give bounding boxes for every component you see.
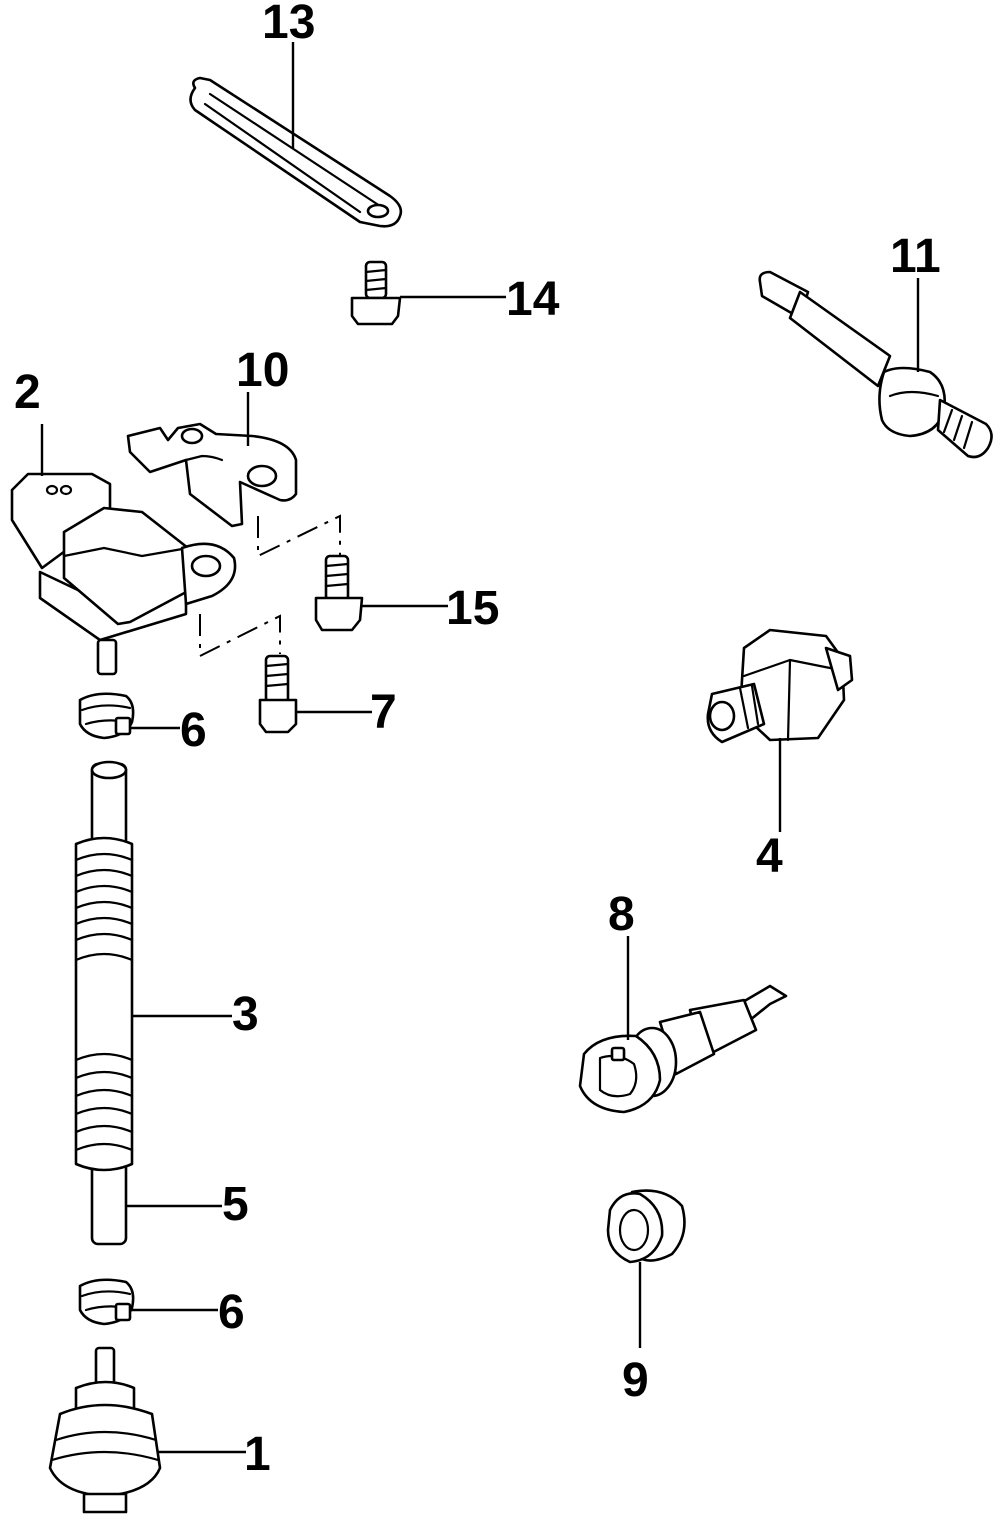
callout-8: 8 bbox=[608, 888, 635, 941]
callout-9: 9 bbox=[622, 1354, 649, 1407]
part-11-sensor bbox=[758, 270, 993, 459]
callout-6-lower: 6 bbox=[218, 1286, 245, 1339]
part-3-hose-protector bbox=[74, 836, 134, 1172]
callout-6-upper: 6 bbox=[180, 704, 207, 757]
part-14-flange-bolt bbox=[350, 260, 402, 326]
part-1-vacuum-sensor bbox=[48, 1346, 162, 1514]
callout-13: 13 bbox=[262, 0, 315, 49]
callout-15: 15 bbox=[446, 582, 499, 635]
part-5-vacuum-hose bbox=[90, 760, 128, 1246]
callout-1: 1 bbox=[244, 1428, 271, 1481]
callout-5: 5 bbox=[222, 1178, 249, 1231]
part-2-map-sensor bbox=[10, 472, 237, 676]
callout-14: 14 bbox=[506, 273, 560, 326]
part-13-bracket-strap bbox=[189, 76, 403, 228]
alignment-line-15 bbox=[257, 514, 341, 558]
callout-11: 11 bbox=[890, 230, 941, 283]
callout-7: 7 bbox=[370, 686, 397, 739]
part-7-bolt bbox=[258, 654, 298, 734]
part-6-hose-clamp-lower bbox=[78, 1278, 135, 1326]
alignment-line-7 bbox=[199, 614, 281, 658]
callout-10: 10 bbox=[236, 344, 289, 397]
part-10-mounting-bracket bbox=[126, 422, 298, 528]
part-8-temperature-sensor bbox=[578, 984, 788, 1114]
callout-2: 2 bbox=[14, 366, 41, 419]
part-6-hose-clamp-upper bbox=[78, 692, 135, 740]
callout-3: 3 bbox=[232, 988, 259, 1041]
part-4-knock-sensor bbox=[706, 628, 854, 744]
part-9-grommet bbox=[606, 1189, 686, 1264]
part-15-bolt bbox=[314, 554, 364, 632]
callout-4: 4 bbox=[756, 830, 783, 883]
